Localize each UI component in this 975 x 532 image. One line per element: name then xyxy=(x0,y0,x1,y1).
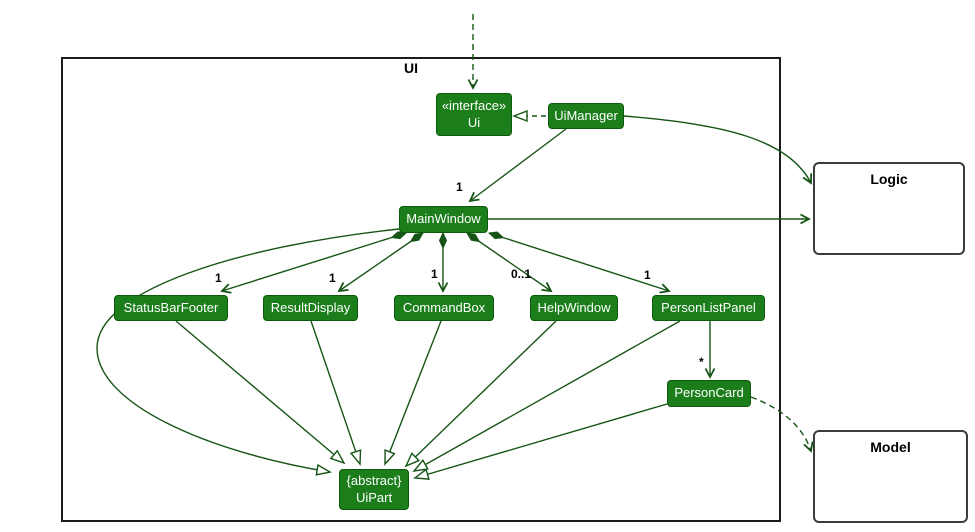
inheritance-edge-commandbox-uipart xyxy=(385,320,442,464)
class-mainwindow-name: MainWindow xyxy=(406,211,481,227)
inheritance-edge-personlistpanel-uipart xyxy=(414,320,681,471)
inheritance-edge-mainwindow-uipart xyxy=(96,228,400,472)
inheritance-edge-helpwindow-uipart xyxy=(406,320,557,466)
multiplicity-personlistpanel: 1 xyxy=(644,268,651,282)
class-helpwindow: HelpWindow xyxy=(530,295,618,321)
class-uimanager-name: UiManager xyxy=(554,107,618,123)
dependency-edge-personcard-model xyxy=(750,396,814,453)
class-helpwindow-name: HelpWindow xyxy=(537,299,611,315)
ui-package-label: UI xyxy=(404,60,418,76)
logic-component-box: Logic xyxy=(813,162,965,255)
class-personlistpanel-name: PersonListPanel xyxy=(661,299,756,315)
association-edge-uimanager-mainwindow xyxy=(468,128,567,203)
inheritance-edge-statusbarfooter-uipart xyxy=(175,320,344,463)
model-component-label: Model xyxy=(870,439,911,455)
logic-component-label: Logic xyxy=(870,171,908,187)
class-statusbarfooter-name: StatusBarFooter xyxy=(123,299,219,315)
class-commandbox-name: CommandBox xyxy=(402,299,486,315)
composition-edge-mainwindow-resultdisplay xyxy=(339,233,423,291)
multiplicity-resultdisplay: 1 xyxy=(329,271,336,285)
class-ui-name: Ui xyxy=(467,114,481,130)
class-ui-interface: «interface» Ui xyxy=(436,93,512,136)
composition-edge-mainwindow-statusbarfooter xyxy=(222,233,406,291)
association-edge-uimanager-logic xyxy=(623,115,813,185)
inheritance-edge-personcard-uipart xyxy=(415,403,668,478)
class-personlistpanel: PersonListPanel xyxy=(652,295,765,321)
composition-edge-mainwindow-helpwindow xyxy=(467,233,551,291)
ui-package-frame xyxy=(61,57,781,522)
class-resultdisplay: ResultDisplay xyxy=(263,295,358,321)
multiplicity-statusbarfooter: 1 xyxy=(215,271,222,285)
class-ui-stereotype: «interface» xyxy=(441,97,507,113)
class-uipart-name: UiPart xyxy=(355,489,393,505)
class-uimanager: UiManager xyxy=(548,103,624,129)
multiplicity-uimanager-mainwindow: 1 xyxy=(456,180,463,194)
class-personcard: PersonCard xyxy=(667,380,751,407)
model-component-box: Model xyxy=(813,430,968,523)
multiplicity-commandbox: 1 xyxy=(431,267,438,281)
class-resultdisplay-name: ResultDisplay xyxy=(270,299,351,315)
class-uipart-modifier: {abstract} xyxy=(346,472,402,488)
class-mainwindow: MainWindow xyxy=(399,206,488,233)
class-statusbarfooter: StatusBarFooter xyxy=(114,295,228,321)
multiplicity-personcard: * xyxy=(699,355,704,369)
class-uipart: {abstract} UiPart xyxy=(339,469,409,510)
class-personcard-name: PersonCard xyxy=(674,385,744,401)
inheritance-edge-resultdisplay-uipart xyxy=(310,320,360,464)
multiplicity-helpwindow: 0..1 xyxy=(511,267,532,281)
class-commandbox: CommandBox xyxy=(394,295,494,321)
composition-edge-mainwindow-personlistpanel xyxy=(489,233,669,291)
